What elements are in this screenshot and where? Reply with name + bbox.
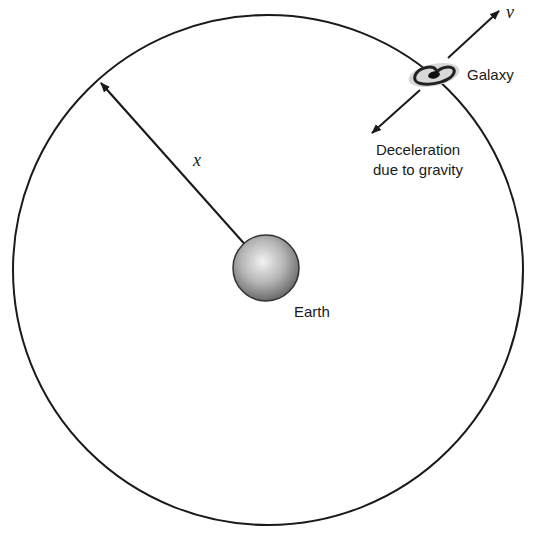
galaxy-icon: Galaxy <box>404 58 464 92</box>
distance-label: x <box>193 150 201 170</box>
velocity-arrow <box>448 11 499 58</box>
node-label: Galaxy <box>467 65 514 85</box>
radius-arrow <box>101 83 266 268</box>
node-label: Earth <box>294 302 330 322</box>
deceleration-label: Deceleration due to gravity <box>362 140 474 180</box>
deceleration-arrow <box>372 90 420 133</box>
velocity-label: v <box>506 2 514 22</box>
earth-sphere: Earth <box>231 233 301 303</box>
galaxy-icon-shape <box>404 58 464 92</box>
horizon-circle <box>13 15 523 525</box>
earth-sphere-shape <box>231 233 301 303</box>
